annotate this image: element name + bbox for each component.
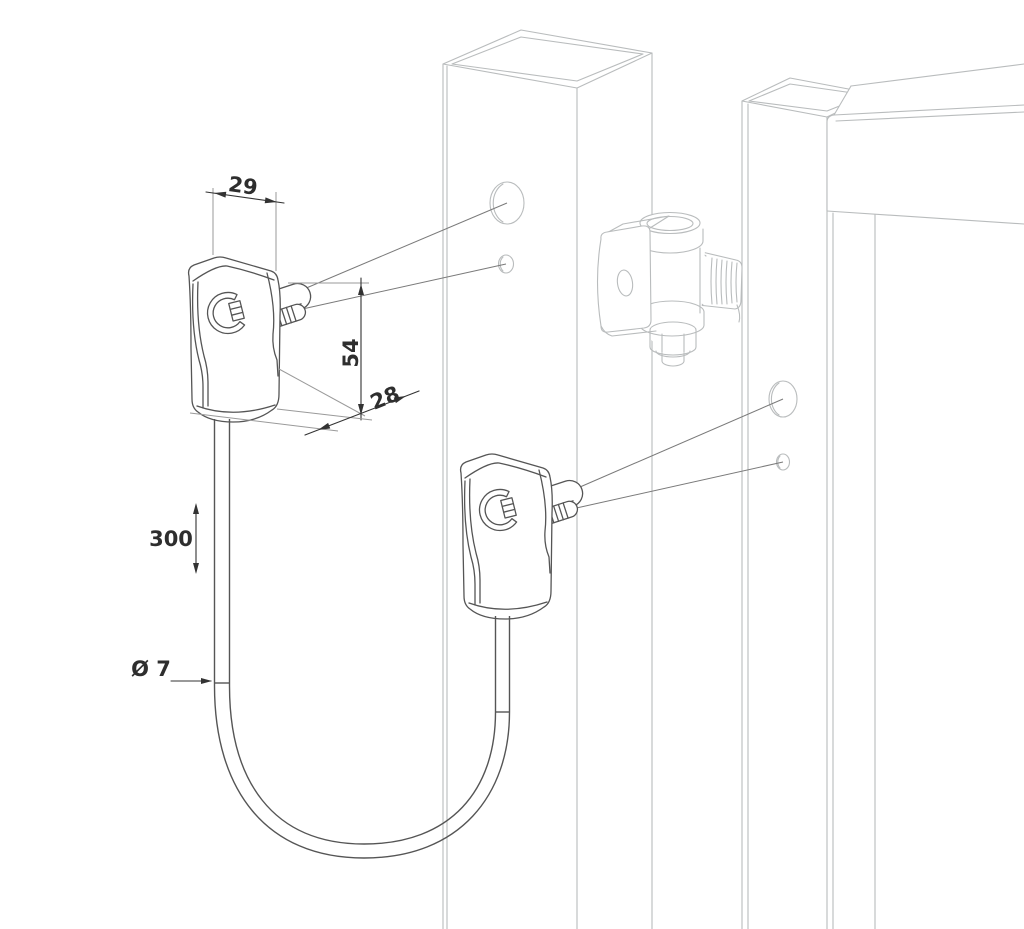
dimension-29-label: 29 (227, 172, 259, 200)
dimension-54-label: 54 (339, 338, 363, 367)
dimension-diameter-label: Ø 7 (131, 657, 171, 681)
leader-lines-upper (297, 202, 508, 311)
dimension-28-label: 28 (367, 381, 403, 414)
leader-lines-lower (571, 398, 784, 510)
mounting-hole-small-right (775, 453, 791, 471)
dimension-300-label: 300 (149, 527, 193, 551)
hinge-yoke (596, 215, 670, 337)
gate-hinge (596, 211, 743, 367)
security-cable (213, 419, 511, 859)
yoke-hole (616, 269, 634, 297)
upper-cable-lock (189, 257, 314, 422)
hinge-nut (649, 321, 697, 367)
lower-cable-lock (461, 454, 586, 619)
mounting-hole-small-left (497, 254, 515, 274)
mounting-hole-large-right (768, 380, 798, 418)
dimension-29: 29 (205, 172, 285, 271)
mounting-hole-large-left (489, 181, 525, 225)
dimension-54: 54 (278, 277, 369, 421)
dimension-diameter: Ø 7 (131, 657, 212, 684)
gate-top-rail (826, 63, 1024, 225)
dimension-300: 300 (149, 503, 199, 574)
